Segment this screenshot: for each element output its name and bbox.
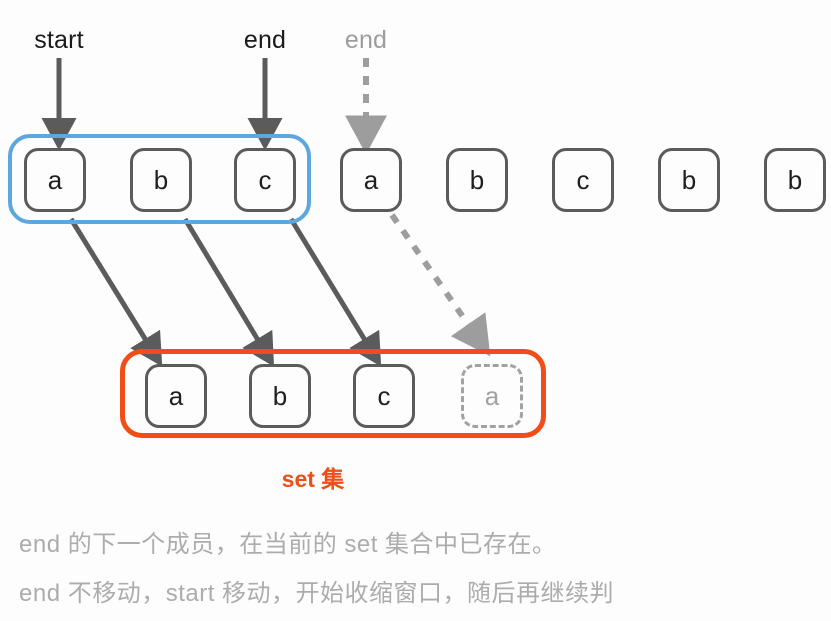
set-cell-0: a — [145, 364, 207, 428]
note-line-2: end 不移动，start 移动，开始收缩窗口，随后再继续判 — [19, 580, 615, 607]
sequence-cell-1: b — [130, 148, 192, 212]
note-line-1: end 的下一个成员，在当前的 set 集合中已存在。 — [19, 531, 557, 558]
sequence-cell-0: a — [24, 148, 86, 212]
pointer-arrows — [41, 58, 387, 155]
sequence-cell-5: c — [552, 148, 614, 212]
sequence-cell-value: c — [258, 165, 272, 195]
transfer-c-arrow — [288, 217, 382, 367]
set-container-outline — [120, 349, 546, 438]
sequence-cell-value: b — [681, 165, 697, 195]
set-cell-value: b — [272, 381, 288, 411]
set-cell-value: a — [484, 381, 500, 411]
end-next-pointer-label: end — [344, 26, 388, 54]
set-cell-1: b — [249, 364, 311, 428]
sequence-cell-3: a — [340, 148, 402, 212]
set-cell-value: a — [168, 381, 184, 411]
sequence-cell-value: b — [153, 165, 169, 195]
end-pointer-label: end — [243, 26, 287, 54]
set-cell-3: a — [461, 364, 523, 428]
sequence-cell-value: a — [47, 165, 63, 195]
sequence-cell-2: c — [234, 148, 296, 212]
set-caption: set 集 — [281, 466, 345, 492]
transfer-b-arrow — [182, 217, 275, 367]
sliding-window-highlight — [8, 134, 311, 224]
transfer-a-arrow — [68, 217, 163, 367]
transfer-a-dup-arrow — [389, 213, 491, 357]
sequence-cell-value: c — [576, 165, 590, 195]
sequence-cell-value: b — [787, 165, 803, 195]
set-cell-2: c — [353, 364, 415, 428]
set-cell-value: c — [377, 381, 391, 411]
transfer-arrows — [68, 213, 491, 367]
sequence-cell-4: b — [446, 148, 508, 212]
sequence-cell-value: a — [363, 165, 379, 195]
sequence-cell-6: b — [658, 148, 720, 212]
start-pointer-label: start — [34, 26, 84, 54]
sequence-cell-value: b — [469, 165, 485, 195]
sequence-cell-7: b — [764, 148, 826, 212]
